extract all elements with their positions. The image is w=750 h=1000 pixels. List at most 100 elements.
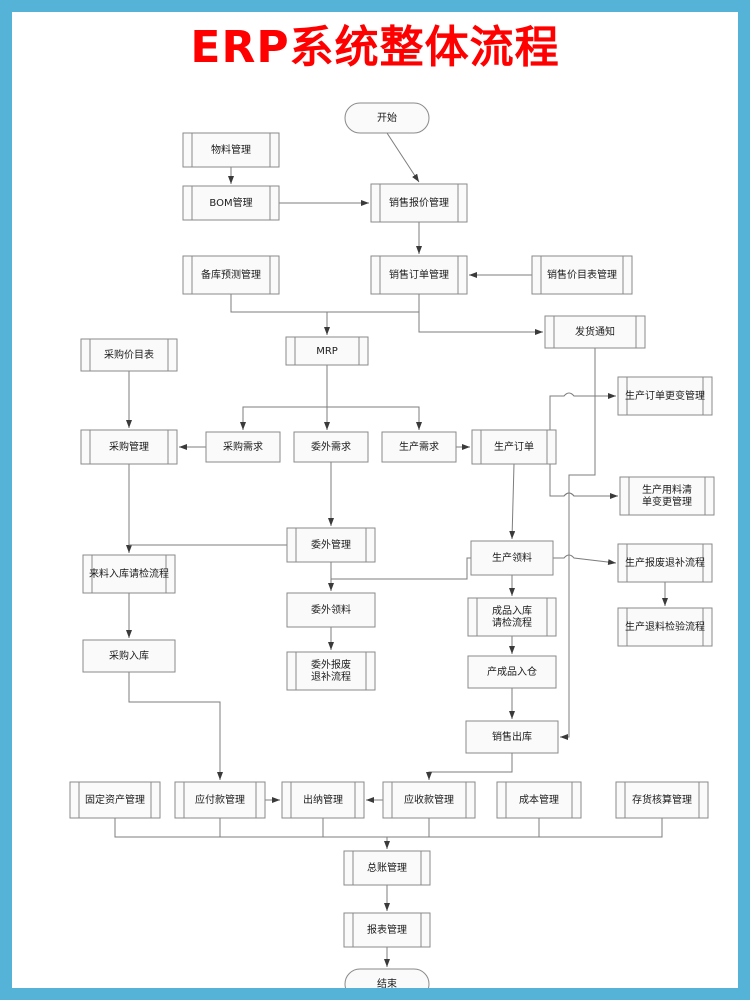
node-label: 销售价目表管理 (547, 268, 617, 281)
node-label: 生产用料清 (642, 483, 692, 496)
node-label: 报表管理 (367, 923, 407, 936)
node-mrp[interactable]: MRP (285, 336, 369, 366)
node-prodissue[interactable]: 生产领料 (470, 540, 554, 576)
node-gl[interactable]: 总账管理 (343, 850, 431, 886)
node-label: 总账管理 (367, 861, 407, 874)
node-label: 生产需求 (399, 440, 439, 453)
connector (240, 365, 328, 430)
node-label: 委外需求 (311, 440, 351, 453)
node-end[interactable]: 结束 (344, 968, 430, 988)
node-label: BOM管理 (209, 196, 252, 209)
connector (219, 818, 387, 838)
node-salesout[interactable]: 销售出库 (465, 720, 559, 754)
node-label: 委外报废 (311, 658, 351, 671)
node-label: 结束 (377, 977, 397, 988)
node-label: 生产退料检验流程 (625, 620, 705, 633)
node-label: 物料管理 (211, 143, 251, 156)
connector (327, 294, 420, 313)
connector (387, 818, 663, 838)
node-label: 采购管理 (109, 440, 149, 453)
node-purin[interactable]: 采购入库 (82, 639, 176, 673)
connector (426, 753, 513, 780)
node-material[interactable]: 物料管理 (182, 132, 280, 168)
node-purmgmt[interactable]: 采购管理 (80, 429, 178, 465)
node-bom[interactable]: BOM管理 (182, 185, 280, 221)
connector (509, 463, 516, 540)
connector (230, 294, 330, 335)
connector (386, 132, 420, 183)
node-label: 采购需求 (223, 440, 263, 453)
connector (418, 294, 543, 335)
node-outissue[interactable]: 委外领料 (286, 592, 376, 628)
node-start[interactable]: 开始 (344, 102, 430, 134)
node-label: 成品入库 (492, 604, 532, 617)
node-purpricelist[interactable]: 采购价目表 (80, 338, 178, 372)
node-outmgmt[interactable]: 委外管理 (286, 527, 376, 563)
node-invacct[interactable]: 存货核算管理 (615, 781, 709, 819)
node-label: MRP (316, 346, 338, 357)
connector (563, 492, 618, 499)
connector (322, 818, 387, 838)
node-label: 请检流程 (492, 616, 532, 629)
connector (553, 554, 617, 566)
node-label: 成本管理 (519, 793, 559, 806)
node-fixedasset[interactable]: 固定资产管理 (69, 781, 161, 819)
node-label: 生产报废退补流程 (625, 556, 705, 569)
connector (560, 348, 596, 740)
node-salesorder[interactable]: 销售订单管理 (370, 255, 468, 295)
node-label: 采购价目表 (104, 348, 154, 361)
node-pricelist[interactable]: 销售价目表管理 (531, 255, 633, 295)
connector (326, 365, 422, 430)
node-quote[interactable]: 销售报价管理 (370, 183, 468, 223)
node-incominsp[interactable]: 来料入库请检流程 (82, 554, 176, 594)
node-label: 委外领料 (311, 603, 351, 616)
node-poChange[interactable]: 生产订单更变管理 (617, 376, 713, 416)
node-prodreq[interactable]: 生产需求 (381, 431, 457, 463)
node-label: 生产订单 (494, 440, 534, 453)
node-payable[interactable]: 应付款管理 (174, 781, 266, 819)
node-cashier[interactable]: 出纳管理 (281, 781, 365, 819)
node-label: 存货核算管理 (632, 793, 692, 806)
node-label: 委外管理 (311, 538, 351, 551)
node-label: 出纳管理 (303, 793, 343, 806)
node-label: 应付款管理 (195, 793, 245, 806)
node-label: 应收款管理 (404, 793, 454, 806)
connector (114, 818, 387, 838)
node-label: 退补流程 (311, 670, 351, 683)
connector (549, 392, 616, 448)
connector (330, 557, 471, 580)
node-label: 单变更管理 (642, 495, 692, 508)
node-purreq[interactable]: 采购需求 (205, 431, 281, 463)
node-label: 销售出库 (492, 730, 532, 743)
node-label: 生产领料 (492, 551, 532, 564)
node-report[interactable]: 报表管理 (343, 912, 431, 948)
node-cost[interactable]: 成本管理 (496, 781, 582, 819)
node-shipnotice[interactable]: 发货通知 (544, 315, 646, 349)
connector (387, 818, 540, 838)
node-prodScrap[interactable]: 生产报废退补流程 (617, 543, 713, 583)
node-fgin[interactable]: 产成品入仓 (467, 655, 557, 689)
connector (549, 447, 618, 497)
node-forecast[interactable]: 备库预测管理 (182, 255, 280, 295)
node-prodRetInsp[interactable]: 生产退料检验流程 (617, 607, 713, 647)
node-label: 销售报价管理 (389, 196, 449, 209)
node-label: 发货通知 (575, 325, 615, 338)
node-label: 固定资产管理 (85, 793, 145, 806)
connector (387, 818, 430, 838)
node-label: 采购入库 (109, 649, 149, 662)
node-label: 生产订单更变管理 (625, 389, 705, 402)
node-label: 备库预测管理 (201, 268, 261, 281)
node-label: 来料入库请检流程 (89, 567, 169, 580)
page-title: ERP系统整体流程 (190, 22, 560, 73)
node-label: 开始 (377, 111, 397, 124)
node-label: 销售订单管理 (389, 268, 449, 281)
node-receivable[interactable]: 应收款管理 (382, 781, 476, 819)
node-outreq[interactable]: 委外需求 (293, 431, 369, 463)
node-prodorder[interactable]: 生产订单 (471, 429, 557, 465)
